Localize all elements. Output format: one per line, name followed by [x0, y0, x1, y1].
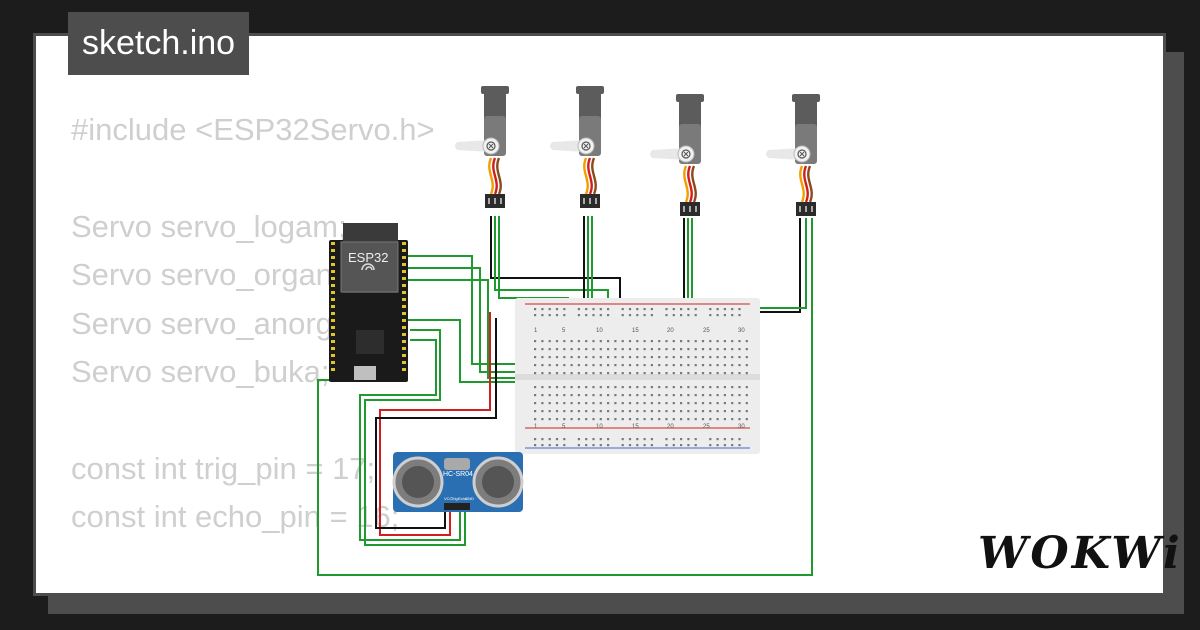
- sensor-label: HC-SR04: [443, 471, 473, 478]
- file-tab[interactable]: sketch.ino: [68, 12, 250, 75]
- bb-col-20: 20: [667, 328, 674, 334]
- bb-col-1: 1: [534, 328, 538, 334]
- code-line: Servo servo_buka;: [71, 353, 330, 389]
- svg-text:15: 15: [632, 424, 639, 430]
- bb-col-10: 10: [596, 328, 603, 334]
- svg-text:5: 5: [562, 424, 566, 430]
- code-line: const int trig_pin = 17;: [71, 450, 376, 486]
- bb-col-5: 5: [562, 328, 566, 334]
- esp32-label: ESP32: [348, 250, 388, 265]
- ultrasonic-sensor: HC-SR04 VCC Trig Echo GND: [392, 452, 524, 512]
- servo-motor: [550, 86, 604, 208]
- code-line: #include <ESP32Servo.h>: [71, 112, 435, 147]
- wokwi-logo: WOKWi: [978, 528, 1183, 579]
- pin-vcc: VCC: [444, 496, 453, 501]
- servo-motor: [455, 86, 509, 208]
- svg-text:10: 10: [596, 424, 603, 430]
- pin-trig: Trig: [451, 496, 458, 501]
- svg-text:20: 20: [667, 424, 674, 430]
- pin-gnd: GND: [465, 496, 474, 501]
- svg-text:25: 25: [703, 424, 710, 430]
- svg-text:1: 1: [534, 424, 538, 430]
- servo-motor: [650, 94, 704, 216]
- code-line: const int echo_pin = 16;: [71, 499, 400, 535]
- bb-col-30: 30: [738, 328, 745, 334]
- pin-echo: Echo: [458, 496, 468, 501]
- esp32-board: ESP32: [329, 223, 408, 382]
- bb-col-25: 25: [703, 328, 710, 334]
- code-line: Servo servo_logam;: [71, 208, 347, 244]
- bb-col-15: 15: [632, 328, 639, 334]
- servo-motor: [766, 94, 820, 216]
- breadboard: 1 5 10 15 20 25 30 1 5 10 15 20 25 30: [515, 298, 760, 454]
- svg-text:30: 30: [738, 424, 745, 430]
